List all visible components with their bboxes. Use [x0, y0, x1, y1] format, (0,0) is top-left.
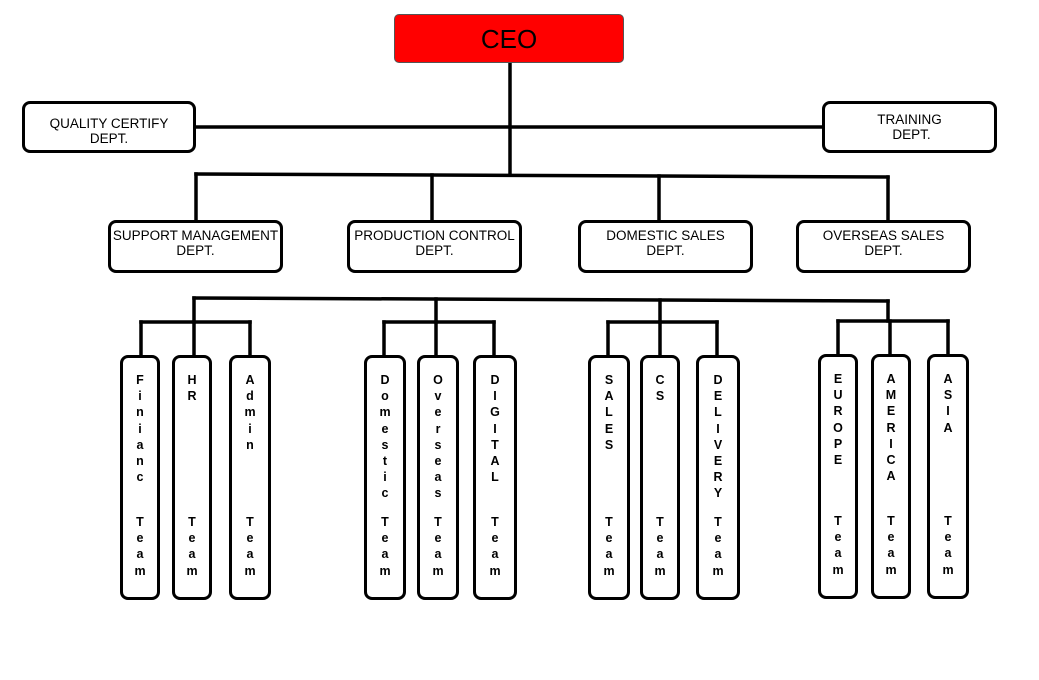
team-box: A M E R I C A T e a m: [871, 354, 911, 599]
overseas-sales-dept-box: OVERSEAS SALES DEPT.: [796, 220, 971, 273]
team-bus: [192, 296, 890, 303]
support-management-dept-box: SUPPORT MANAGEMENT DEPT.: [108, 220, 283, 273]
quality-certify-dept-box: QUALITY CERTIFY DEPT.: [22, 101, 196, 153]
team-suffix: T e a m: [244, 515, 256, 578]
team-name: D o m e s t i c: [379, 373, 391, 501]
quality-certify-line1: QUALITY CERTIFY: [49, 116, 169, 131]
team-box: H R T e a m: [172, 355, 212, 600]
department-bus: [194, 172, 890, 179]
team-box: D o m e s t i c T e a m: [364, 355, 406, 600]
training-line1: TRAINING: [877, 112, 942, 127]
team-name: F i n i a n c: [136, 373, 144, 485]
quality-certify-line2: DEPT.: [89, 131, 129, 146]
dept-2-line1: PRODUCTION CONTROL: [354, 228, 515, 243]
dept-3-line1: DOMESTIC SALES: [606, 228, 725, 243]
team-name: H R: [187, 373, 197, 404]
team-suffix: T e a m: [712, 515, 724, 578]
team-suffix: T e a m: [942, 514, 954, 577]
team-box: A S I A T e a m: [927, 354, 969, 599]
dept-2-line2: DEPT.: [415, 243, 454, 258]
team-suffix: T e a m: [654, 515, 666, 578]
team-box: D E L I V E R Y T e a m: [696, 355, 740, 600]
team-box: C S T e a m: [640, 355, 680, 600]
team-box: D I G I T A L T e a m: [473, 355, 517, 600]
training-dept-box: TRAINING DEPT.: [822, 101, 997, 153]
production-control-dept-box: PRODUCTION CONTROL DEPT.: [347, 220, 522, 273]
team-name: O v e r s e a s: [433, 373, 443, 501]
dept-1-line2: DEPT.: [176, 243, 215, 258]
dept-3-line2: DEPT.: [646, 243, 685, 258]
team-box: S A L E S T e a m: [588, 355, 630, 600]
team-box: E U R O P E T e a m: [818, 354, 858, 599]
dept-4-line1: OVERSEAS SALES: [822, 228, 945, 243]
team-suffix: T e a m: [186, 515, 198, 578]
team-suffix: T e a m: [885, 514, 897, 577]
team-box: A d m i n T e a m: [229, 355, 271, 600]
dept-1-line1: SUPPORT MANAGEMENT: [112, 228, 279, 243]
dept-4-line2: DEPT.: [864, 243, 903, 258]
team-name: D E L I V E R Y: [713, 373, 723, 501]
team-suffix: T e a m: [603, 515, 615, 578]
team-suffix: T e a m: [134, 515, 146, 578]
domestic-sales-dept-box: DOMESTIC SALES DEPT.: [578, 220, 753, 273]
training-line2: DEPT.: [892, 127, 931, 142]
team-name: C S: [655, 373, 665, 404]
team-name: A S I A: [943, 372, 953, 435]
team-suffix: T e a m: [379, 515, 391, 578]
team-suffix: T e a m: [832, 514, 844, 577]
ceo-label: CEO: [480, 24, 538, 54]
team-name: A M E R I C A: [885, 372, 897, 484]
team-box: F i n i a n c T e a m: [120, 355, 160, 600]
team-suffix: T e a m: [432, 515, 444, 578]
ceo-box: CEO: [394, 14, 624, 63]
team-box: O v e r s e a s T e a m: [417, 355, 459, 600]
team-name: A d m i n: [244, 373, 256, 452]
team-name: E U R O P E: [833, 372, 843, 468]
team-suffix: T e a m: [489, 515, 501, 578]
team-name: S A L E S: [604, 373, 614, 452]
team-name: D I G I T A L: [490, 373, 500, 485]
